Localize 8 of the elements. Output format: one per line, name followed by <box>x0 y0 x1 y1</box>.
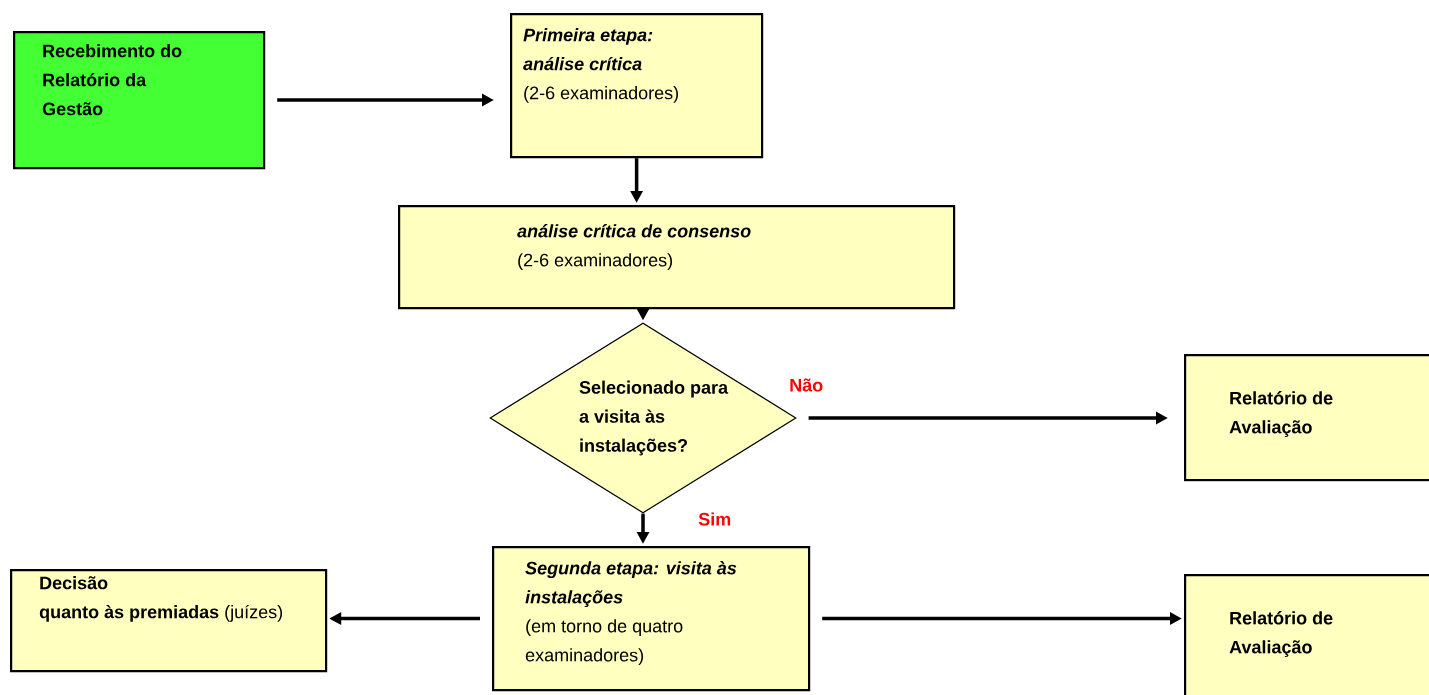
output-box: Relatório de Avaliação <box>1184 574 1429 695</box>
process-box: Segunda etapa: visita às instalações (em torno de quatro examinadores) <box>492 546 811 692</box>
process-box: Decisão quanto às premiadas (juízes) <box>10 569 328 673</box>
output-box: Relatório de Avaliação <box>1184 354 1429 482</box>
process-box: análise crítica de consenso (2-6 examinadores) <box>398 205 956 310</box>
process-box: Recebimento do Relatório da Gestão <box>13 31 266 170</box>
process-box: Primeira etapa: análise crítica (2-6 examinadores) <box>510 13 764 159</box>
edge-label: Sim <box>698 512 731 526</box>
